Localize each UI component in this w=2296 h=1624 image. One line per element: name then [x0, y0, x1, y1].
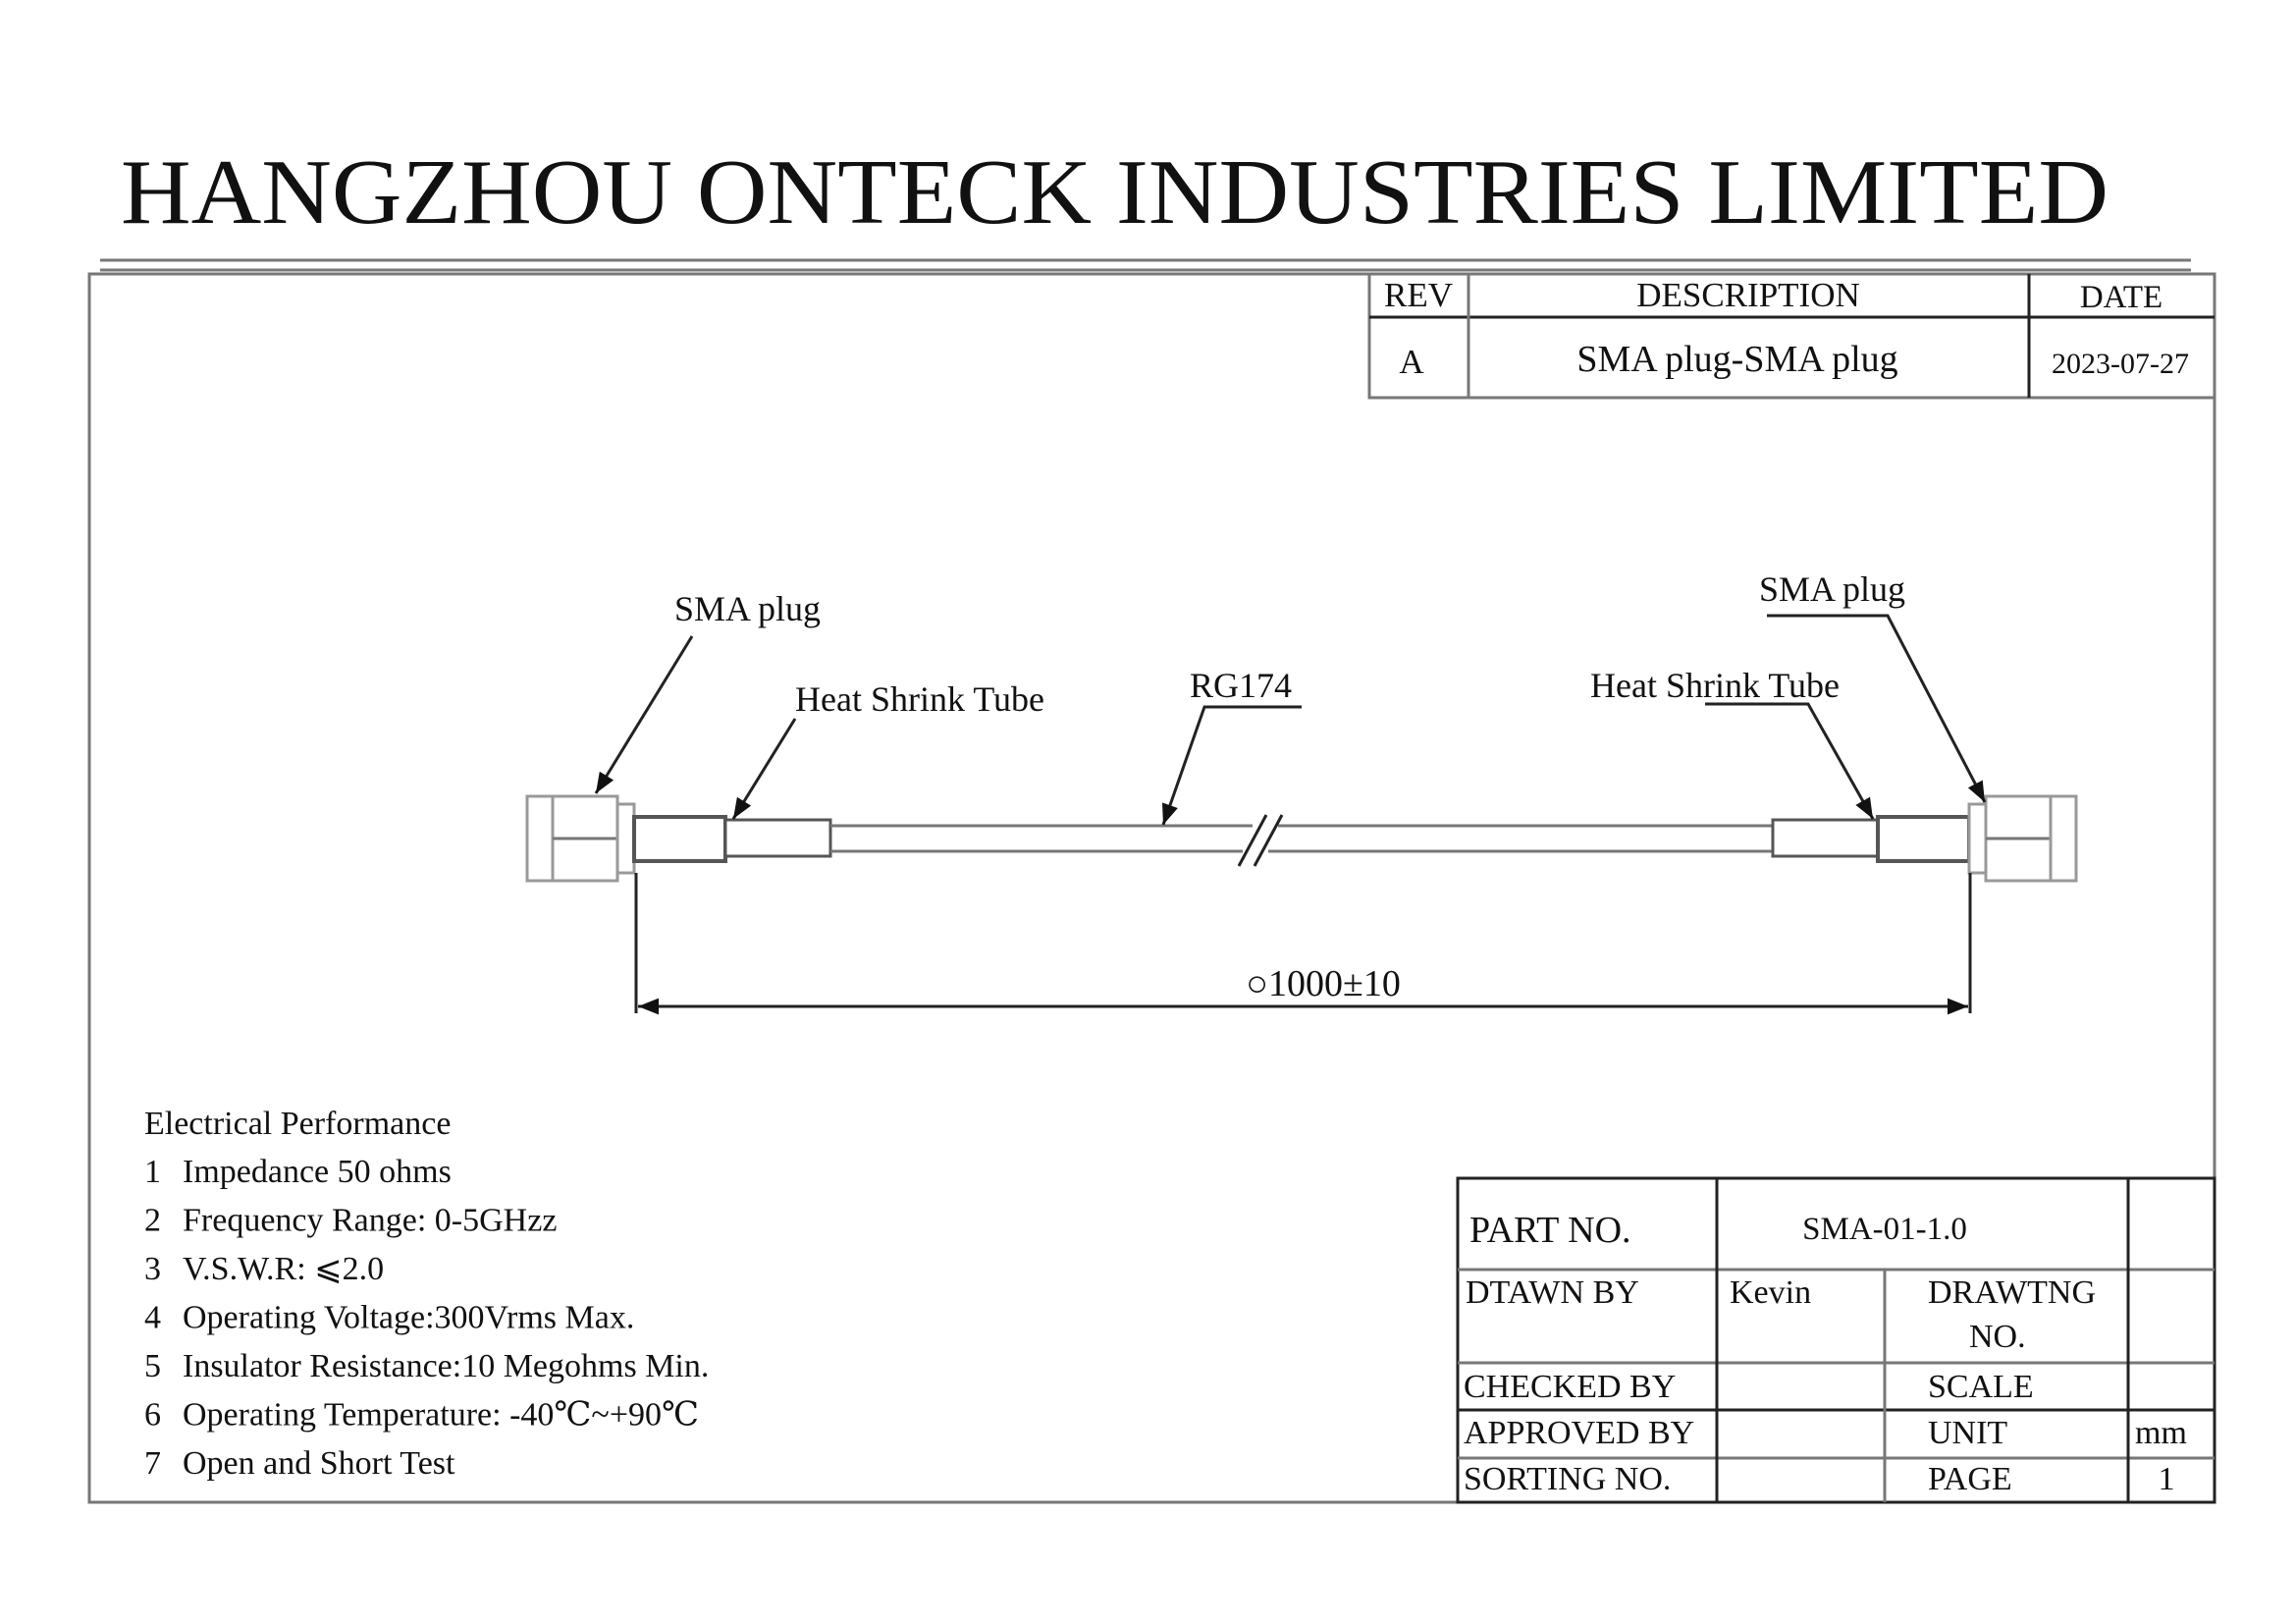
approved-by-label: APPROVED BY	[1464, 1415, 1694, 1451]
left-sma-plug-label: SMA plug	[674, 589, 821, 628]
electrical-item-number: 2	[144, 1203, 161, 1239]
left-heat-shrink-label: Heat Shrink Tube	[795, 679, 1044, 719]
cable-type-label: RG174	[1190, 666, 1292, 705]
electrical-item-number: 3	[144, 1251, 161, 1287]
left-heat-shrink-shape	[723, 818, 832, 858]
scale-label: SCALE	[1928, 1369, 2034, 1405]
drawn-by-value: Kevin	[1730, 1274, 1811, 1311]
electrical-item-number: 1	[144, 1154, 161, 1190]
right-heat-shrink-shape	[1771, 818, 1880, 858]
electrical-item-text: Insulator Resistance:10 Megohms Min.	[183, 1348, 709, 1384]
electrical-item-text: Impedance 50 ohms	[183, 1154, 452, 1190]
electrical-performance: Electrical Performance 1 Impedance 50 ohm…	[144, 1106, 709, 1482]
break-mark	[1237, 814, 1268, 867]
description-header: DESCRIPTION	[1636, 276, 1860, 314]
checked-by-label: CHECKED BY	[1464, 1369, 1676, 1405]
rev-header: REV	[1384, 276, 1453, 314]
company-title: HANGZHOU ONTECK INDUSTRIES LIMITED	[121, 141, 2109, 244]
unit-value: mm	[2135, 1415, 2187, 1451]
electrical-item-text: V.S.W.R: ⩽2.0	[183, 1251, 384, 1287]
drawing-no-label: DRAWTNG	[1928, 1274, 2096, 1311]
unit-label: UNIT	[1928, 1415, 2007, 1451]
right-heat-shrink-label: Heat Shrink Tube	[1590, 666, 1840, 705]
electrical-item-number: 7	[144, 1445, 161, 1482]
sorting-no-label: SORTING NO.	[1464, 1461, 1671, 1497]
page-value: 1	[2159, 1461, 2175, 1497]
drawn-by-label: DTAWN BY	[1466, 1274, 1639, 1311]
electrical-item-text: Operating Voltage:300Vrms Max.	[183, 1300, 634, 1336]
part-no-value: SMA-01-1.0	[1802, 1212, 1967, 1247]
date-header: DATE	[2080, 280, 2163, 315]
part-no-label: PART NO.	[1469, 1210, 1631, 1251]
description-value: SMA plug-SMA plug	[1576, 339, 1897, 380]
electrical-item-number: 6	[144, 1397, 161, 1434]
cable-assembly: SMA plug Heat Shrink Tube RG174 SMA plug…	[525, 569, 2078, 1015]
electrical-item-number: 5	[144, 1348, 161, 1384]
electrical-title: Electrical Performance	[144, 1106, 451, 1142]
length-dimension: ○1000±10	[1246, 963, 1401, 1004]
electrical-item-text: Open and Short Test	[183, 1445, 455, 1482]
right-sma-plug-shape	[1876, 794, 2078, 883]
revision-table: REV DESCRIPTION DATE A SMA plug-SMA plug…	[1367, 272, 2216, 400]
right-sma-plug-label: SMA plug	[1759, 569, 1905, 609]
title-block: PART NO. SMA-01-1.0 DTAWN BY Kevin DRAWT…	[1456, 1176, 2216, 1504]
electrical-item-number: 4	[144, 1300, 161, 1336]
electrical-item-text: Operating Temperature: -40℃~+90℃	[183, 1397, 699, 1434]
drawing-no-label-2: NO.	[1969, 1319, 2026, 1355]
date-value: 2023-07-27	[2052, 348, 2189, 380]
left-sma-plug-shape	[525, 794, 727, 883]
drawing-frame	[87, 272, 2216, 1504]
cable-shape	[830, 814, 1773, 867]
page-label: PAGE	[1928, 1461, 2012, 1497]
rev-value: A	[1399, 343, 1424, 381]
electrical-item-text: Frequency Range: 0-5GHzz	[183, 1203, 557, 1239]
